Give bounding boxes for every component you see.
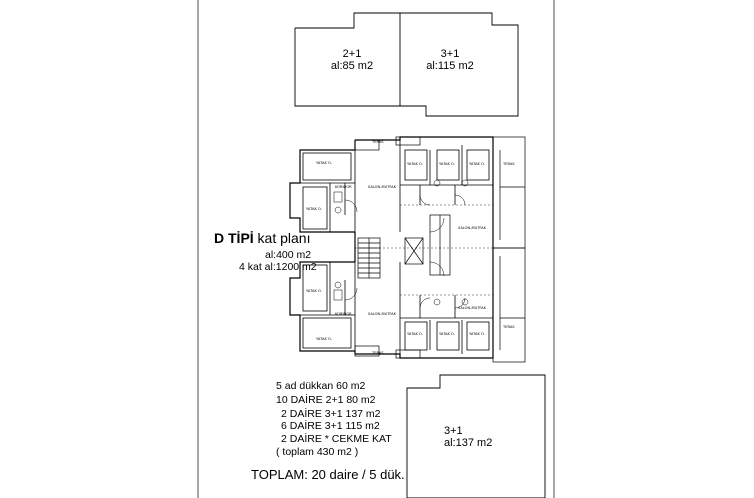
room-label: SALON-MUTFAK — [458, 226, 486, 230]
bathroom-fixtures — [333, 179, 469, 306]
summary-line: ( toplam 430 m2 ) — [276, 446, 359, 458]
room-label: YATAK O. — [306, 207, 322, 211]
room-label: SALON-MUTFAK — [368, 312, 396, 316]
room-label: KORIDOR — [335, 312, 352, 316]
unit-bottom-right-label: 3+1 al:137 m2 — [444, 425, 492, 449]
summary-line: 6 DAİRE 3+1 115 m2 — [281, 420, 380, 432]
room-label: YATAK O. — [407, 332, 423, 336]
room-label: YATAK O. — [439, 332, 455, 336]
summary-line: 10 DAİRE 2+1 80 m2 — [276, 394, 376, 406]
plan-total-area: 4 kat al:1200 m2 — [239, 261, 317, 273]
room-label: YATAK O. — [407, 162, 423, 166]
room-label: YATAK O. — [316, 337, 332, 341]
plan-area: al:400 m2 — [265, 249, 312, 261]
interior-walls-upper — [300, 140, 493, 232]
stair-core — [357, 214, 451, 279]
unit-bottom-right-area: al:137 m2 — [444, 437, 493, 449]
room-label: KORIDOR — [335, 185, 352, 189]
room-label: TERAS — [372, 351, 384, 355]
room-label: TERAS — [503, 325, 515, 329]
room-label: YATAK O. — [469, 332, 485, 336]
unit-top-left-label: 2+1 al:85 m2 — [322, 48, 382, 72]
plan-title: D TİPİ kat planı — [214, 230, 311, 248]
unit-bottom-right-type: 3+1 — [444, 425, 463, 437]
unit-top-left-area: al:85 m2 — [330, 60, 374, 72]
room-label: YATAK O. — [306, 289, 322, 293]
room-label: TERAS — [503, 162, 515, 166]
summary-line: 2 DAİRE * CEKME KAT — [281, 433, 392, 445]
unit-top-right-area: al:115 m2 — [426, 60, 474, 72]
room-label: YATAK O. — [316, 161, 332, 165]
plan-title-rest: kat planı — [253, 230, 311, 246]
room-label: SALON-MUTFAK — [458, 306, 486, 310]
plan-title-bold: D TİPİ — [214, 230, 254, 246]
room-label: TERAS — [372, 140, 384, 144]
floor-plan-walls — [289, 136, 494, 359]
terrace-outlines — [354, 136, 526, 363]
room-label: YATAK O. — [469, 162, 485, 166]
unit-top-left-type: 2+1 — [342, 48, 362, 60]
corridor-lines — [355, 204, 493, 296]
door-swings — [344, 194, 466, 309]
unit-top-right-label: 3+1 al:115 m2 — [420, 48, 480, 72]
room-label: SALON-MUTFAK — [368, 185, 396, 189]
room-label: YATAK O. — [439, 162, 455, 166]
summary-total: TOPLAM: 20 daire / 5 dük. — [251, 467, 405, 482]
summary-line: 2 DAİRE 3+1 137 m2 — [281, 408, 381, 420]
summary-line: 5 ad dükkan 60 m2 — [276, 380, 366, 392]
unit-bottom-right-outline — [406, 374, 546, 498]
unit-top-right-type: 3+1 — [440, 48, 460, 60]
unit-top-right-outline — [400, 12, 519, 117]
